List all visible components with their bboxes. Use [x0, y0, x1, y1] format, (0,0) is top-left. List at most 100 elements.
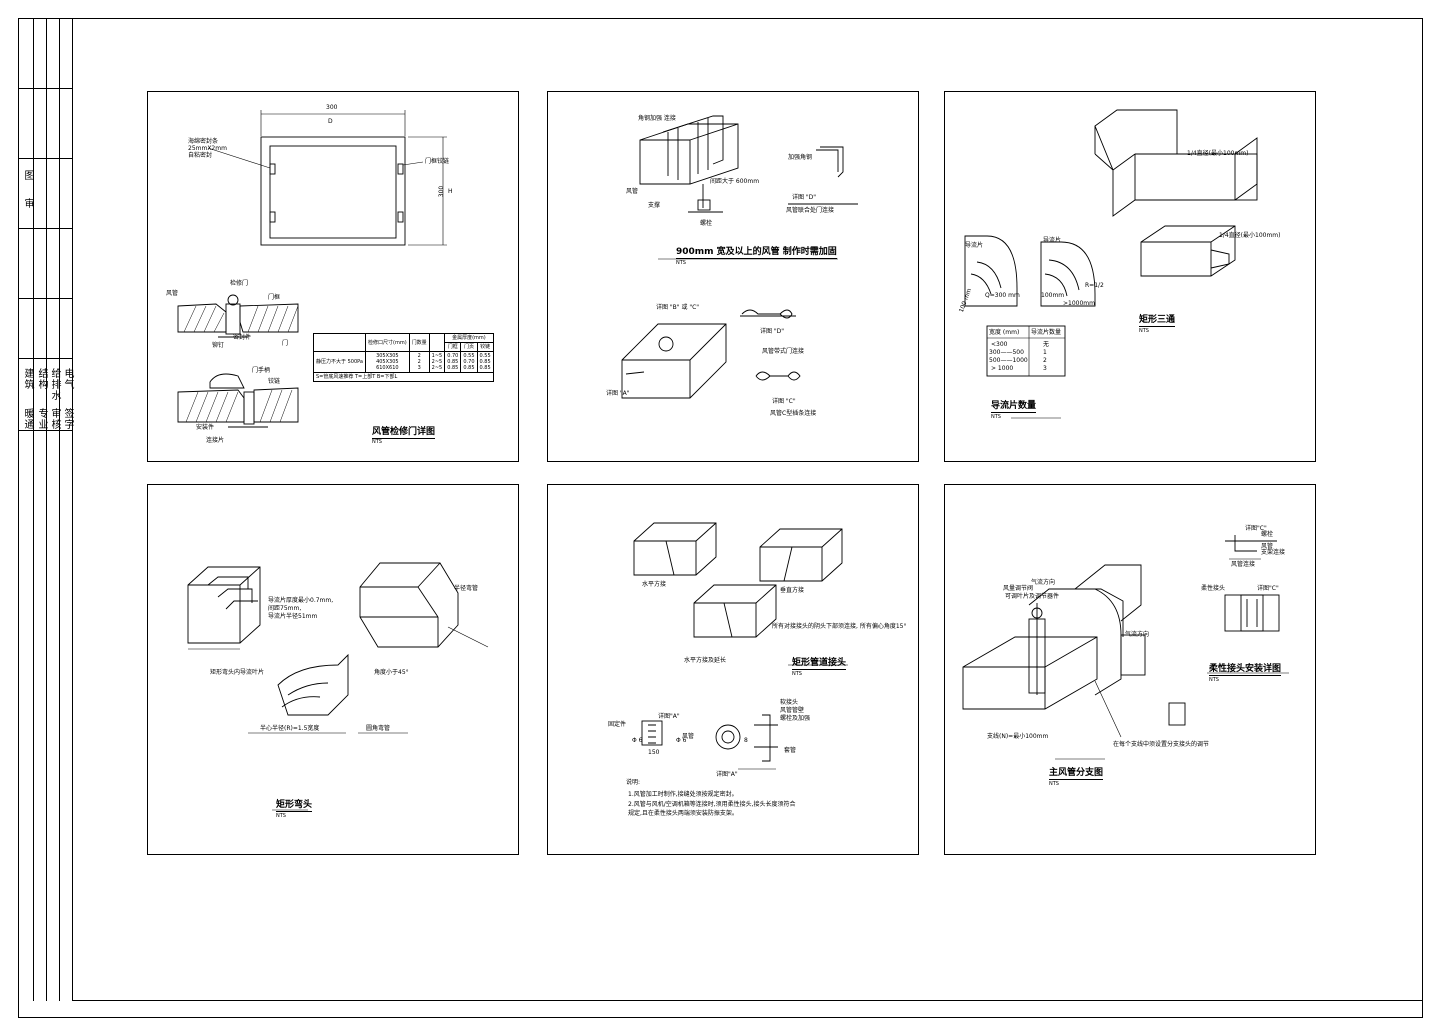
- title-block-cell: 暖通: [22, 408, 33, 430]
- table-cell: 3: [1043, 365, 1047, 372]
- table-subheader: 铰链: [476, 342, 494, 352]
- label-seal-type: 自粘密封: [188, 152, 213, 159]
- label-seal-part: 密封件: [233, 334, 252, 341]
- label-handle: 门手柄: [252, 367, 271, 374]
- label-quarter-dia-2: 1/4直径(最小100mm): [1219, 232, 1281, 239]
- title-block-row: [18, 298, 72, 299]
- label-duct: 风管: [626, 188, 639, 195]
- label-duct-wall: 风管管壁: [780, 707, 805, 714]
- label-angle-reinforce: 角钢加强 连接: [638, 115, 676, 122]
- table-note: S=管底风速推荐 T=上部T B=下部L: [313, 372, 494, 382]
- label-over-1000: >1000mm: [1063, 300, 1095, 307]
- panel-title: 矩形管道接头: [792, 655, 847, 670]
- label-inner-vanes: 矩形弯头内导流叶片: [210, 669, 265, 676]
- label-detail-d: 详图 "D": [792, 194, 817, 201]
- title-block-cell: 给排水: [49, 368, 60, 401]
- label-quarter-dia: 1/4直径(最小100mm): [1187, 150, 1249, 157]
- title-block-row: [18, 228, 72, 229]
- label-detail-c: 详图"C": [1245, 525, 1267, 532]
- table-header: [313, 333, 366, 352]
- label-detail-bc: 详图 "B" 或 "C": [656, 304, 700, 311]
- label-fixing: 固定件: [608, 721, 627, 728]
- drawing-frame: [72, 18, 1423, 1001]
- title-block-cell: 结构: [36, 368, 47, 390]
- thickness-value: 0.85: [447, 359, 459, 365]
- label-flex-joint: 软接头: [780, 699, 799, 706]
- label-sleeve: 套管: [784, 747, 797, 754]
- label-detail-a: 详图 "A": [606, 390, 630, 397]
- dim-width-symbol: D: [328, 118, 333, 125]
- panel-reinforcement: 角钢加强 连接 风管 支撑 螺栓 加强角钢 间距大于 600mm 详图 "D" …: [547, 91, 919, 462]
- panel-title: 柔性接头安装详图: [1209, 661, 1282, 676]
- label-offset-note: 所有对接接头的阴头下部须连接, 所有偏心角度15°: [772, 623, 907, 630]
- label-duct: 风管: [682, 733, 695, 740]
- label-vane-spacing: 间距75mm,: [268, 605, 302, 612]
- table-cell: 500——1000: [989, 357, 1028, 364]
- title-block-divider: [59, 18, 60, 1001]
- panel-scale: NTS: [1139, 328, 1149, 334]
- panel-scale: NTS: [676, 260, 686, 266]
- title-block-cell: 专业: [36, 408, 47, 430]
- table-cell: 1: [1043, 349, 1047, 356]
- label-hinge-2: 铰链: [268, 378, 281, 385]
- flex-connection-drawing: [962, 535, 1289, 760]
- panel-subtitle: 主风管分支图: [1049, 765, 1104, 780]
- label-branch-note: 在每个支线中须设置分支接头的调节: [1113, 741, 1210, 748]
- label-flow-dir-2: 气流方向: [1125, 631, 1150, 638]
- dim-phi-2: Φ 6: [676, 737, 687, 744]
- label-detail-d2: 详图 "D": [760, 328, 785, 335]
- hinge-value: 1~5: [431, 353, 443, 359]
- dim-8: 8: [744, 737, 748, 744]
- title-block-row: [18, 358, 72, 359]
- label-vertical-joint: 垂直方接: [780, 587, 805, 594]
- hinge-value: 2~5: [431, 359, 443, 365]
- label-center-radius: 半心半径(R)=1.5宽度: [260, 725, 320, 732]
- label-damper: 风量调节阀: [1003, 585, 1034, 592]
- label-access-door: 检修门: [230, 280, 249, 287]
- dim-width: 300: [326, 104, 338, 111]
- title-block-cell: 签字: [62, 408, 73, 430]
- label-vane-radius: 导流片半径51mm: [268, 613, 318, 620]
- panel-guide-vanes: 1/4直径(最小100mm) 1/4直径(最小100mm) 导流片 导流片 Q=…: [944, 91, 1316, 462]
- table-header: 宽度 (mm): [989, 329, 1020, 336]
- label-duct-link: 风管连接: [1231, 561, 1256, 568]
- label-horizontal-extend: 水平方接及延长: [684, 657, 727, 664]
- label-detail-a-2: 详图"A": [716, 771, 738, 778]
- thickness-value: 0.70: [463, 359, 475, 365]
- label-bolt-reinforce: 螺栓及加强: [780, 715, 811, 722]
- panel-scale: NTS: [792, 671, 802, 677]
- thickness-value: 0.55: [479, 353, 491, 359]
- table-header: 导流片数量: [1031, 329, 1062, 336]
- panel-scale: NTS: [372, 439, 382, 445]
- panel-scale: NTS: [276, 813, 286, 819]
- table-subheader: 门页: [460, 342, 478, 352]
- reinforcement-drawing: [621, 115, 858, 399]
- note-line: 2.风管与风机/空调机箱等连接时,须用柔性接头,接头长度须符合: [628, 801, 796, 808]
- table-header: 检修口尺寸(mm): [365, 333, 410, 352]
- panel-scale: NTS: [991, 414, 1001, 420]
- panel-duct-joints: 水平方接 垂直方接 水平方接及延长 所有对接接头的阴头下部须连接, 所有偏心角度…: [547, 484, 919, 855]
- label-radius-bend: 半径弯管: [454, 585, 479, 592]
- label-round-bend: 圆角弯管: [366, 725, 391, 732]
- panel-title: 900mm 宽及以上的风管 制作时需加固: [676, 244, 837, 259]
- label-door: 门: [282, 340, 289, 347]
- thickness-value: 0.70: [447, 353, 459, 359]
- title-block-row: [18, 158, 72, 159]
- table-header: [428, 333, 446, 352]
- label-100mm: 100mm: [1041, 292, 1065, 299]
- dim-150: 150: [648, 749, 660, 756]
- panel-flex-connection: 气流方向 风量调节阀 气流方向 可调叶片及调节器件 在每个支线中须设置分支接头的…: [944, 484, 1316, 855]
- duct-joints-drawing: [633, 522, 848, 770]
- note-heading: 说明:: [626, 779, 641, 786]
- label-frame: 门框: [268, 294, 281, 301]
- label-r-half: R=1/2: [1085, 282, 1104, 289]
- label-flex-joint: 柔性接头: [1201, 585, 1226, 592]
- title-block-row: [18, 88, 72, 89]
- hinge-value: 2~5: [431, 365, 443, 371]
- thickness-value: 0.55: [463, 353, 475, 359]
- panel-scale: NTS: [1209, 677, 1219, 683]
